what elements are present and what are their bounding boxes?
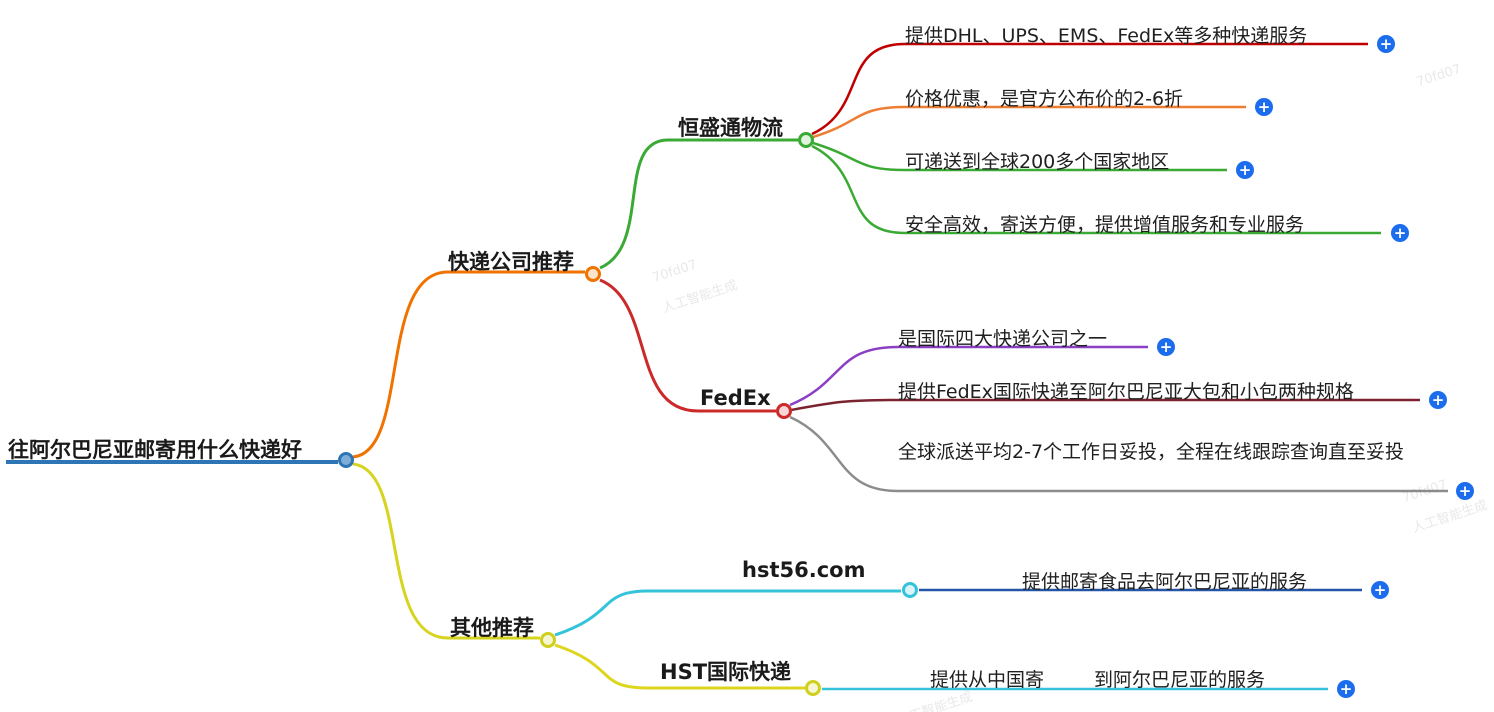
- leaf-text[interactable]: 安全高效，寄送方便，提供增值服务和专业服务: [905, 214, 1305, 236]
- node-hengshengtong-handle[interactable]: [798, 132, 814, 148]
- leaf-text[interactable]: 全球派送平均2-7个工作日妥投，全程在线跟踪查询直至妥投: [898, 441, 1405, 463]
- node-hst56-label[interactable]: hst56.com: [742, 558, 866, 582]
- node-hengshengtong-label[interactable]: 恒盛通物流: [678, 116, 783, 140]
- leaf-text[interactable]: 可递送到全球200多个国家地区: [905, 151, 1170, 173]
- plus-icon[interactable]: +: [1429, 391, 1447, 409]
- node-fedex-handle[interactable]: [776, 403, 792, 419]
- node-hst56-handle[interactable]: [902, 582, 918, 598]
- node-hst-express-label[interactable]: HST国际快递: [660, 660, 792, 684]
- plus-icon[interactable]: +: [1337, 680, 1355, 698]
- plus-icon[interactable]: +: [1236, 161, 1254, 179]
- leaf-text-right: 到阿尔巴尼亚的服务: [1094, 669, 1266, 691]
- root-node-handle[interactable]: [338, 452, 354, 468]
- branch-courier-companies-handle[interactable]: [585, 266, 601, 282]
- plus-icon[interactable]: +: [1255, 98, 1273, 116]
- node-fedex-label[interactable]: FedEx: [700, 386, 771, 410]
- branch-other-label[interactable]: 其他推荐: [450, 616, 534, 640]
- branch-courier-companies-label[interactable]: 快递公司推荐: [448, 250, 574, 274]
- leaf-text[interactable]: 价格优惠，是官方公布价的2-6折: [905, 88, 1184, 110]
- plus-icon[interactable]: +: [1371, 581, 1389, 599]
- leaf-text[interactable]: 提供邮寄食品去阿尔巴尼亚的服务: [1022, 571, 1308, 593]
- node-hst-express-handle[interactable]: [805, 680, 821, 696]
- plus-icon[interactable]: +: [1456, 482, 1474, 500]
- leaf-text[interactable]: 是国际四大快递公司之一: [898, 328, 1108, 350]
- leaf-text-left: 提供从中国寄: [930, 669, 1045, 691]
- branch-other-handle[interactable]: [540, 632, 556, 648]
- plus-icon[interactable]: +: [1377, 35, 1395, 53]
- leaf-text[interactable]: 提供从中国寄 到阿尔巴尼亚的服务: [930, 665, 1265, 692]
- root-node-label[interactable]: 往阿尔巴尼亚邮寄用什么快递好: [8, 438, 302, 462]
- leaf-text[interactable]: 提供FedEx国际快递至阿尔巴尼亚大包和小包两种规格: [898, 381, 1354, 403]
- plus-icon[interactable]: +: [1391, 224, 1409, 242]
- leaf-text[interactable]: 提供DHL、UPS、EMS、FedEx等多种快递服务: [905, 25, 1308, 47]
- plus-icon[interactable]: +: [1157, 338, 1175, 356]
